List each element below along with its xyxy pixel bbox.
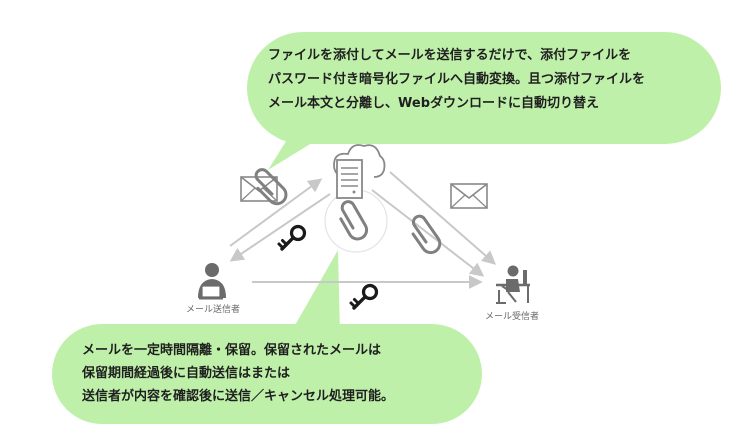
person-at-desk-icon: [496, 265, 530, 304]
top-bubble-line-2: パスワード付き暗号化ファイルへ自動変換。且つ添付ファイルを: [268, 72, 646, 87]
key-icon-upper: [277, 224, 307, 251]
sender-label: メール送信者: [186, 305, 241, 315]
arrow-server-to-receiver-lower: [371, 189, 485, 277]
arrow-server-to-sender: [229, 193, 331, 262]
envelope-icon-right: [450, 183, 488, 209]
cloud-server-icon: [333, 144, 386, 199]
top-bubble-line-3: メール本文と分離し、Webダウンロードに自動切り替え: [268, 96, 599, 111]
bottom-speech-bubble: [52, 250, 482, 424]
paperclip-icon-center: [333, 197, 372, 244]
quarantine-circle: [324, 189, 388, 253]
person-with-laptop-icon: [198, 263, 226, 300]
arrow-sender-to-server: [229, 178, 323, 247]
bottom-bubble-line-1: メールを一定時間隔離・保留。保留されたメールは: [82, 343, 382, 358]
bottom-bubble-text: メールを一定時間隔離・保留。保留されたメールは 保留期間経過後に自動送信はまたは…: [82, 339, 394, 408]
key-icon-lower: [349, 283, 379, 310]
receiver-label: メール受信者: [485, 312, 540, 322]
top-bubble-text: ファイルを添付してメールを送信するだけで、添付ファイルを パスワード付き暗号化フ…: [268, 44, 645, 116]
bottom-bubble-line-2: 保留期間経過後に自動送信はまたは: [82, 366, 291, 381]
top-speech-bubble: [247, 32, 721, 170]
bottom-bubble-line-3: 送信者が内容を確認後に送信／キャンセル処理可能。: [82, 389, 395, 404]
top-bubble-line-1: ファイルを添付してメールを送信するだけで、添付ファイルを: [268, 48, 632, 63]
arrow-server-to-receiver-upper: [389, 171, 497, 265]
flow-arrows: [229, 171, 497, 289]
